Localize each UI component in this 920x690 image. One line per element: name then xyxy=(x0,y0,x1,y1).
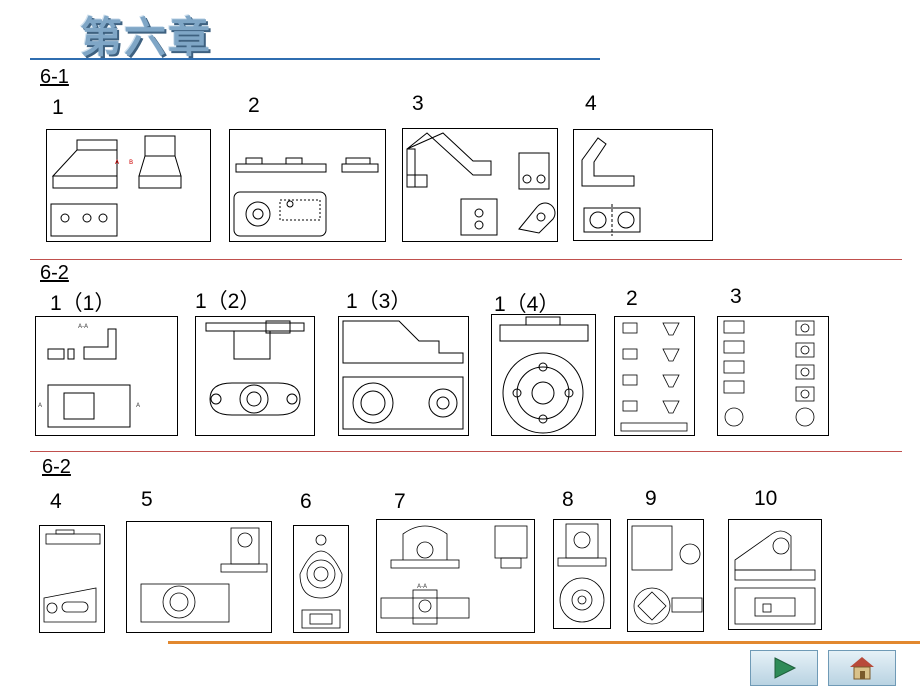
page-title: 第六章 xyxy=(80,13,213,62)
exercise-label: 4 xyxy=(50,490,62,513)
section-label-6-1: 6-1 xyxy=(40,66,69,88)
exercise-thumbnail-6-2-3[interactable] xyxy=(717,316,829,436)
exercise-thumbnail-6-2-2[interactable] xyxy=(614,316,695,436)
exercise-label: 7 xyxy=(394,490,406,513)
exercise-label: 9 xyxy=(645,487,657,510)
exercise-thumbnail-6-1-3[interactable] xyxy=(402,128,558,242)
exercise-thumbnail-6-1-2[interactable] xyxy=(229,129,386,242)
exercise-thumbnail-6-2-1-4[interactable] xyxy=(491,314,596,436)
drawing xyxy=(205,320,305,416)
drawing xyxy=(299,534,343,629)
play-arrow-icon xyxy=(774,657,797,679)
exercise-thumbnail-6-2-1-3[interactable] xyxy=(338,316,469,436)
exercise-label: 1（4） xyxy=(494,293,560,316)
exercise-thumbnail-6-2-8[interactable] xyxy=(553,519,611,629)
svg-text:A: A xyxy=(115,159,120,166)
drawing xyxy=(342,320,464,430)
next-slide-button[interactable] xyxy=(750,650,818,686)
drawing xyxy=(233,157,379,237)
exercise-label: 5 xyxy=(141,488,153,511)
exercise-thumbnail-6-2-4[interactable] xyxy=(39,525,105,633)
exercise-thumbnail-6-1-4[interactable] xyxy=(573,129,713,241)
svg-text:A-A: A-A xyxy=(417,583,428,590)
exercise-label: 3 xyxy=(730,285,742,308)
exercise-label: 1（2） xyxy=(195,290,261,313)
drawing: A-A A A xyxy=(38,323,141,428)
section-divider xyxy=(30,259,902,260)
section-divider xyxy=(30,451,902,452)
drawing xyxy=(499,316,589,434)
drawing xyxy=(620,322,688,432)
svg-text:A: A xyxy=(136,402,141,409)
exercise-thumbnail-6-2-6[interactable] xyxy=(293,525,349,633)
exercise-label: 6 xyxy=(300,490,312,513)
drawing xyxy=(734,530,816,625)
section-label-6-2: 6-2 xyxy=(42,456,71,478)
exercise-thumbnail-6-2-9[interactable] xyxy=(627,519,704,632)
exercise-thumbnail-6-2-1-2[interactable] xyxy=(195,316,315,436)
home-button[interactable] xyxy=(828,650,896,686)
drawing xyxy=(406,132,556,236)
svg-text:B: B xyxy=(129,159,133,166)
svg-text:A-A: A-A xyxy=(78,323,89,330)
exercise-label: 1（3） xyxy=(346,290,412,313)
drawing: A-A xyxy=(380,525,528,625)
drawing xyxy=(581,137,641,236)
section-label-6-2: 6-2 xyxy=(40,262,69,284)
exercise-label: 3 xyxy=(412,92,424,115)
home-icon xyxy=(850,657,874,680)
exercise-label: 2 xyxy=(626,287,638,310)
exercise-label: 4 xyxy=(585,92,597,115)
drawing xyxy=(140,527,268,623)
drawing xyxy=(631,525,703,625)
exercise-thumbnail-6-2-5[interactable] xyxy=(126,521,272,633)
exercise-label: 1（1） xyxy=(50,292,116,315)
drawing xyxy=(557,523,607,623)
exercise-label: 10 xyxy=(754,487,778,510)
exercise-thumbnail-6-2-7[interactable]: A-A xyxy=(376,519,535,633)
exercise-label: 8 xyxy=(562,488,574,511)
drawing: A B xyxy=(50,135,182,237)
title-underline xyxy=(30,58,600,60)
exercise-thumbnail-6-1-1[interactable]: A B xyxy=(46,129,211,242)
footer-divider xyxy=(168,641,920,644)
exercise-thumbnail-6-2-10[interactable] xyxy=(728,519,822,630)
drawing xyxy=(723,320,815,427)
drawing xyxy=(43,529,101,623)
exercise-label: 1 xyxy=(52,96,64,119)
exercise-thumbnail-6-2-1-1[interactable]: A-A A A xyxy=(35,316,178,436)
exercise-label: 2 xyxy=(248,94,260,117)
svg-text:A: A xyxy=(38,402,43,409)
